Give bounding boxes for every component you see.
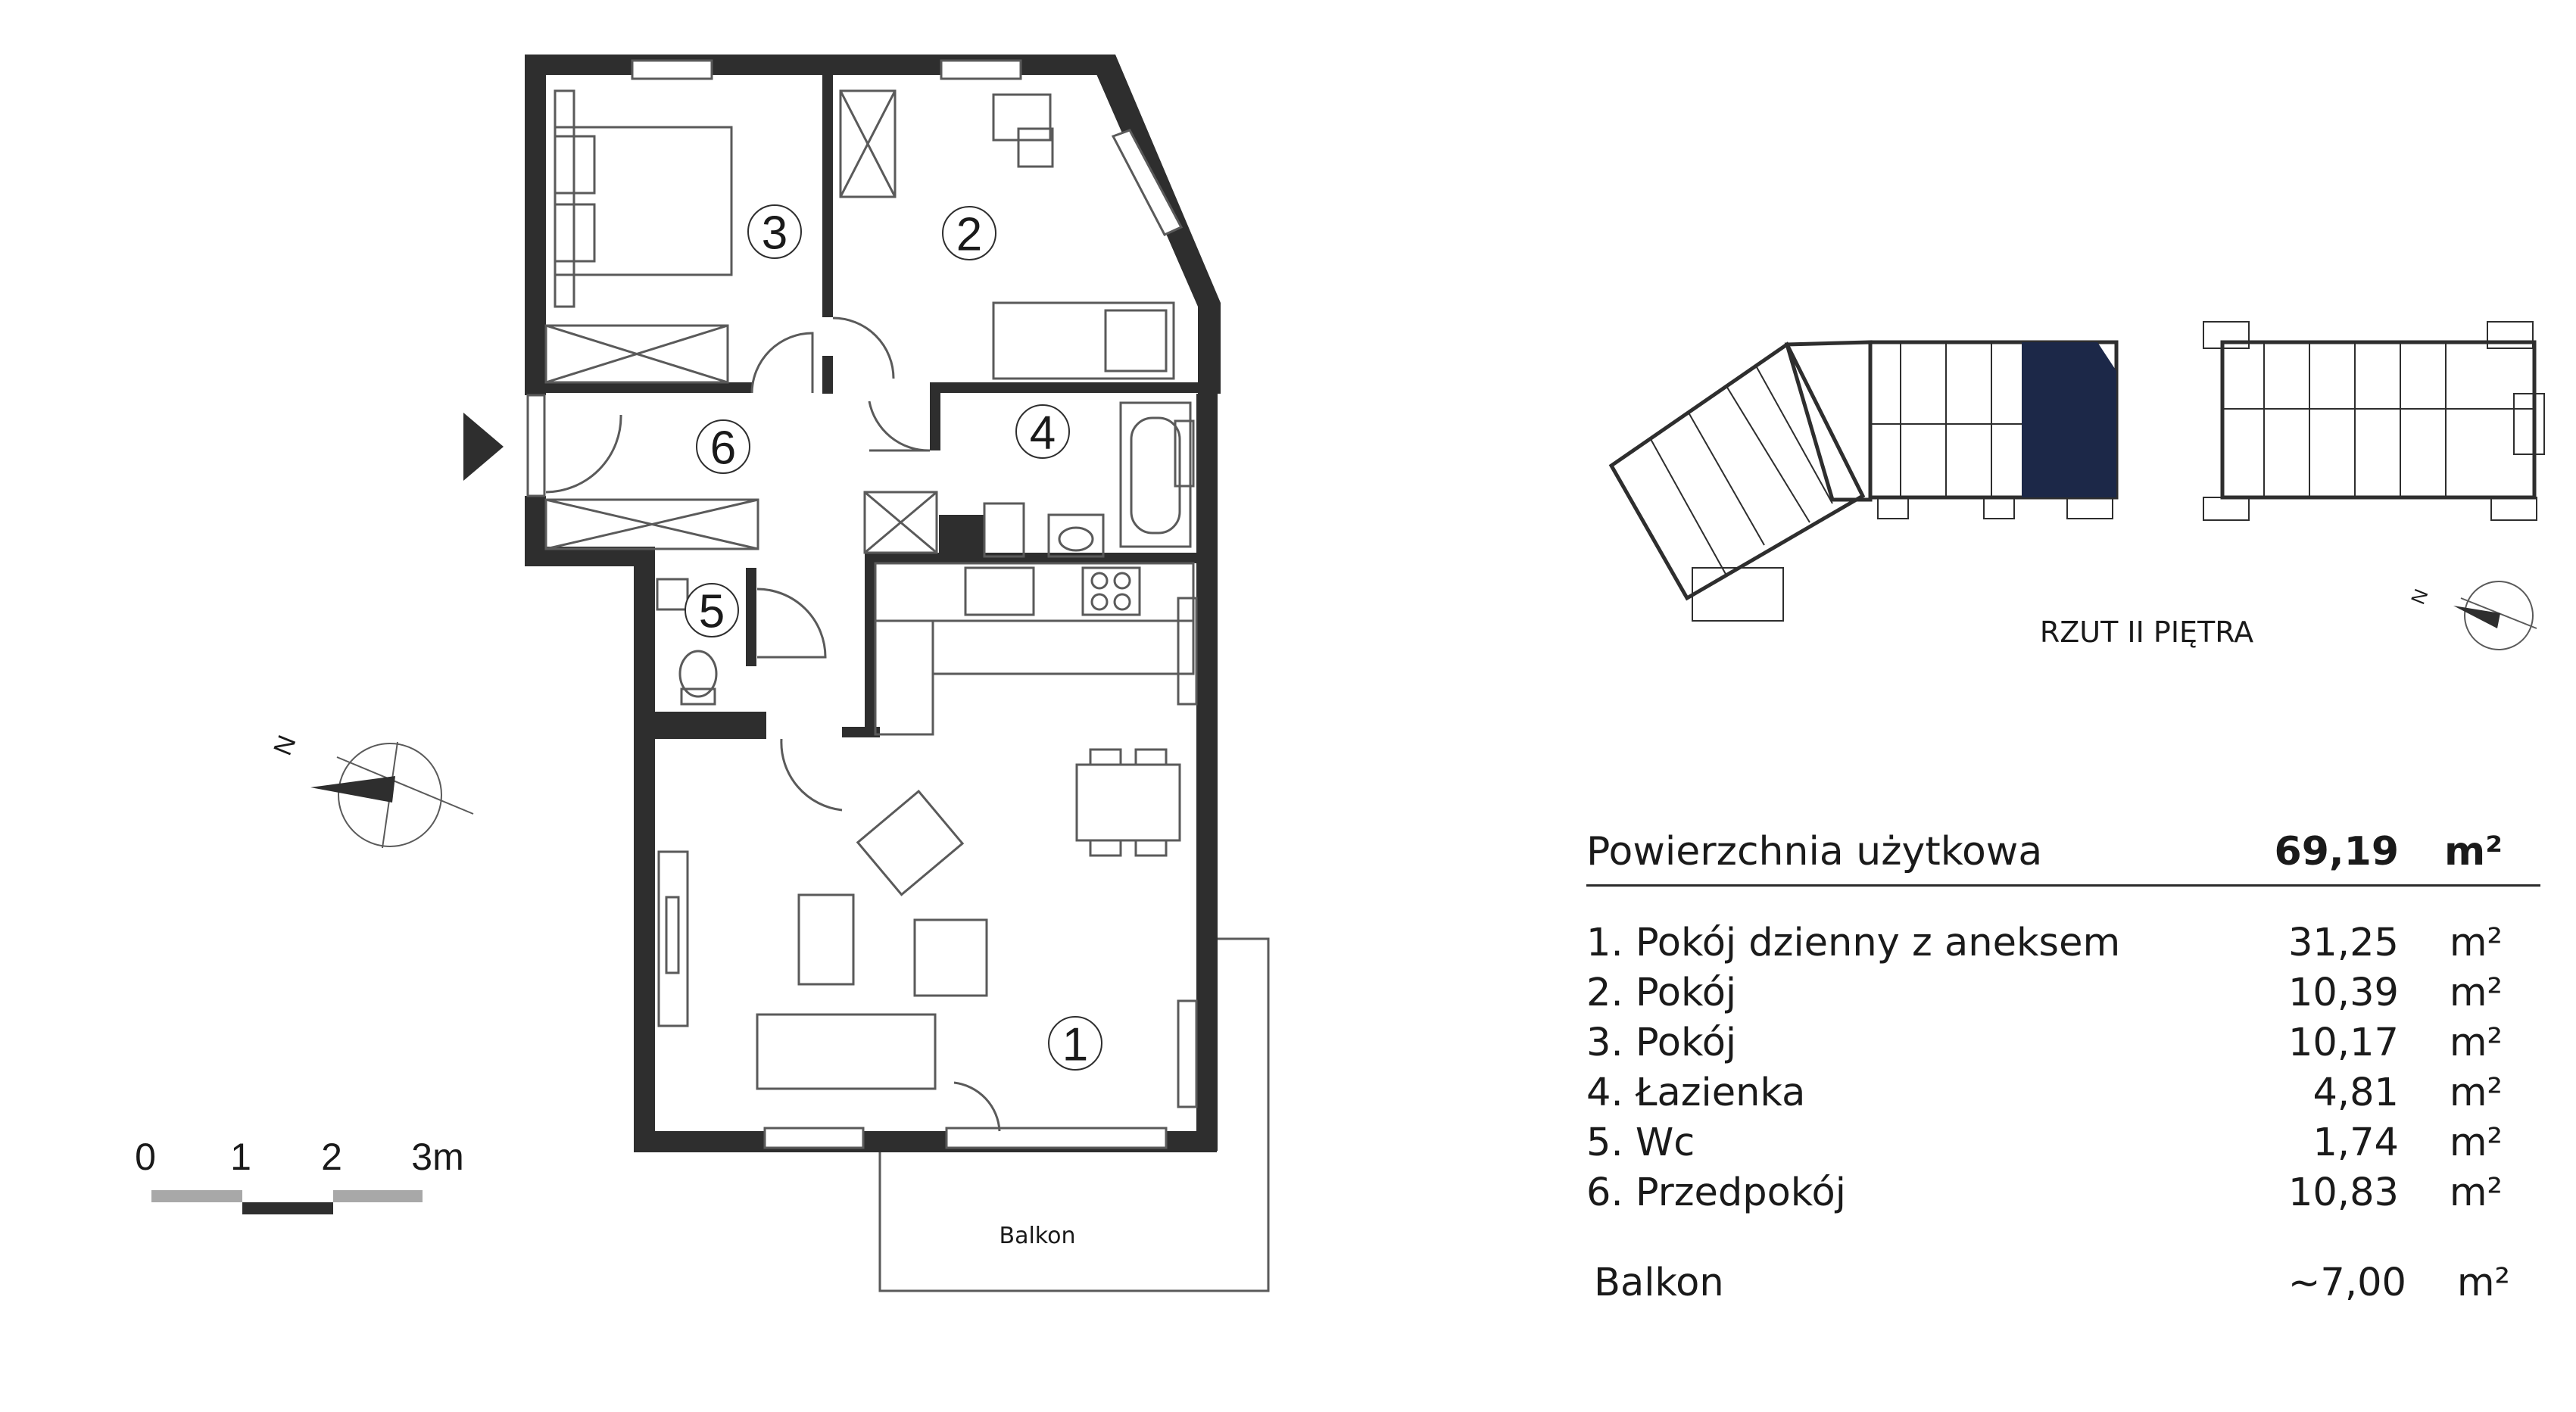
room-area-label: 2. Pokój xyxy=(1586,971,1737,1015)
balcony-label: Balkon xyxy=(1000,1223,1076,1249)
room-area-row: 1. Pokój dzienny z aneksem 31,25 m² xyxy=(1586,921,2540,971)
balcony-area-value: ~7,00 xyxy=(2288,1261,2406,1305)
room-area-label: 6. Przedpokój xyxy=(1586,1170,1846,1215)
furniture xyxy=(544,89,1270,1292)
total-area-unit: m² xyxy=(2444,829,2503,874)
room-area-list: 1. Pokój dzienny z aneksem 31,25 m² 2. P… xyxy=(1586,921,2540,1220)
room-area-value: 10,83 xyxy=(2288,1170,2399,1215)
scale-label-3m: 3m xyxy=(411,1136,463,1178)
room-area-unit: m² xyxy=(2449,921,2503,965)
armchair xyxy=(913,918,988,997)
key-plan-caption: RZUT II PIĘTRA xyxy=(2040,616,2253,649)
room-area-label: 1. Pokój dzienny z aneksem xyxy=(1586,921,2121,965)
room-area-unit: m² xyxy=(2449,1121,2503,1165)
total-area-label: Powierzchnia użytkowa xyxy=(1586,829,2043,874)
key-plan: RZUT II PIĘTRA N xyxy=(1608,321,2545,650)
room-area-value: 4,81 xyxy=(2312,1071,2399,1115)
bathtub xyxy=(1119,401,1192,548)
north-label: N xyxy=(268,731,301,759)
key-plan-north-label: N xyxy=(2406,586,2433,608)
room-number-1: 1 xyxy=(1062,1019,1088,1071)
room-area-row: 5. Wc 1,74 m² xyxy=(1586,1121,2540,1170)
room-area-value: 10,39 xyxy=(2288,971,2399,1015)
room-numbers: 3 2 4 6 5 1 xyxy=(685,204,1102,1071)
area-table: Powierzchnia użytkowa 69,19 m² 1. Pokój … xyxy=(1586,810,2540,1305)
room-area-label: 3. Pokój xyxy=(1586,1021,1737,1065)
apartment-highlight xyxy=(2022,342,2116,497)
total-area-row: Powierzchnia użytkowa 69,19 m² xyxy=(1586,810,2540,887)
coffee-table xyxy=(797,893,855,986)
door-swings xyxy=(545,316,1001,1132)
room-area-row: 6. Przedpokój 10,83 m² xyxy=(1586,1170,2540,1220)
scale-bar: 0 1 2 3m xyxy=(135,1136,464,1214)
scale-label-0: 0 xyxy=(135,1136,156,1178)
armchair xyxy=(856,790,965,896)
sofa xyxy=(756,1013,937,1090)
room-number-4: 4 xyxy=(1030,407,1056,460)
room-area-label: 5. Wc xyxy=(1586,1121,1695,1165)
bed xyxy=(992,301,1175,380)
interior-walls xyxy=(546,75,1198,739)
room-area-value: 10,17 xyxy=(2288,1021,2399,1065)
room-area-unit: m² xyxy=(2449,971,2503,1015)
room-number-6: 6 xyxy=(710,422,736,475)
room-area-label: 4. Łazienka xyxy=(1586,1071,1806,1115)
total-area-value: 69,19 xyxy=(2274,829,2399,874)
room-area-value: 31,25 xyxy=(2288,921,2399,965)
wardrobe xyxy=(839,89,897,198)
windows xyxy=(526,59,1198,1149)
balcony-area-label: Balkon xyxy=(1594,1261,1724,1305)
room-area-row: 2. Pokój 10,39 m² xyxy=(1586,971,2540,1021)
room-area-value: 1,74 xyxy=(2312,1121,2399,1165)
balcony-area-row: Balkon ~7,00 m² xyxy=(1594,1261,2540,1311)
room-number-2: 2 xyxy=(956,209,982,261)
room-area-unit: m² xyxy=(2449,1021,2503,1065)
north-arrow-icon: N xyxy=(268,731,474,849)
room-area-row: 3. Pokój 10,17 m² xyxy=(1586,1021,2540,1071)
room-area-row: 4. Łazienka 4,81 m² xyxy=(1586,1071,2540,1121)
entrance-arrow-icon xyxy=(463,413,504,481)
wardrobe xyxy=(544,324,729,384)
scale-label-2: 2 xyxy=(321,1136,342,1178)
room-number-5: 5 xyxy=(699,586,725,638)
balcony-outline xyxy=(878,937,1270,1292)
room-area-unit: m² xyxy=(2449,1170,2503,1215)
room-area-unit: m² xyxy=(2449,1071,2503,1115)
key-plan-north-icon: N xyxy=(2406,581,2537,650)
balcony-area-unit: m² xyxy=(2456,1261,2510,1305)
scale-label-1: 1 xyxy=(230,1136,251,1178)
room-number-3: 3 xyxy=(762,207,787,260)
bed xyxy=(554,126,733,276)
dining-table xyxy=(1075,763,1181,842)
